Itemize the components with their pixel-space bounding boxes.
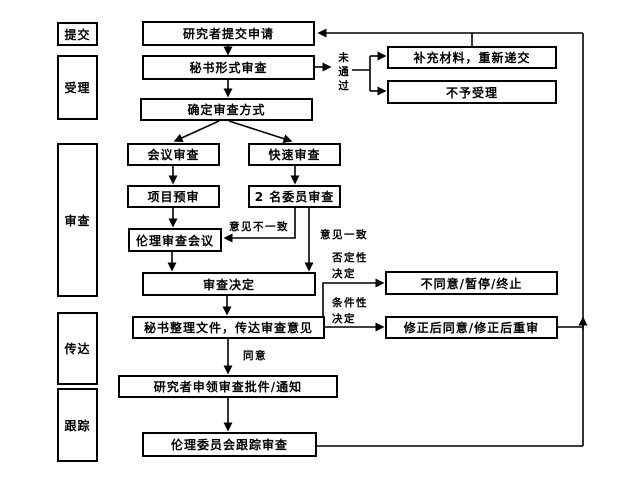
node-secretary-format-review: 秘书形式审查 [142, 55, 315, 80]
node-rapid-review: 快速审查 [248, 143, 341, 166]
edge-method-to-rapid [228, 120, 293, 143]
stage-review: 审查 [57, 143, 98, 297]
node-project-preview: 项目预审 [127, 185, 220, 208]
stage-accept: 受理 [57, 55, 98, 120]
node-meeting-review: 会议审查 [127, 143, 220, 166]
stage-track: 跟踪 [57, 388, 98, 462]
node-ethics-review-meeting: 伦理审查会议 [128, 228, 222, 252]
stage-convey: 传达 [57, 312, 98, 385]
node-follow-up-review: 伦理委员会跟踪审查 [142, 432, 317, 457]
label-opinions-differ: 意见不一致 [229, 221, 289, 233]
label-conditional-decision-2: 决定 [332, 313, 356, 325]
stage-submit: 提交 [57, 22, 98, 46]
node-secretary-convey: 秘书整理文件，传达审查意见 [132, 316, 325, 339]
label-negative-decision-1: 否定性 [332, 252, 368, 264]
node-supplement-resubmit: 补充材料，重新递交 [387, 46, 557, 69]
node-determine-review-method: 确定审查方式 [140, 98, 313, 121]
label-opinions-agree: 意见一致 [320, 229, 368, 241]
node-review-decision: 审查决定 [142, 272, 316, 296]
node-submit-application: 研究者提交申请 [142, 21, 315, 46]
node-disagree-suspend-terminate: 不同意/暂停/终止 [385, 271, 558, 295]
node-two-member-review: 2 名委员审查 [248, 185, 341, 208]
node-modified-approve-rereview: 修正后同意/修正后重审 [385, 316, 558, 339]
edge-negative-decision [322, 278, 385, 316]
label-negative-decision-2: 决定 [332, 268, 356, 280]
edge-method-to-meeting [173, 120, 220, 142]
label-agree: 同意 [243, 350, 267, 362]
edge-members-differ [223, 208, 296, 243]
label-not-passed: 未通过 [338, 52, 349, 92]
node-researcher-receive: 研究者申领审查批件/通知 [118, 375, 338, 398]
node-not-accepted: 不予受理 [387, 80, 557, 104]
label-conditional-decision-1: 条件性 [332, 297, 368, 309]
